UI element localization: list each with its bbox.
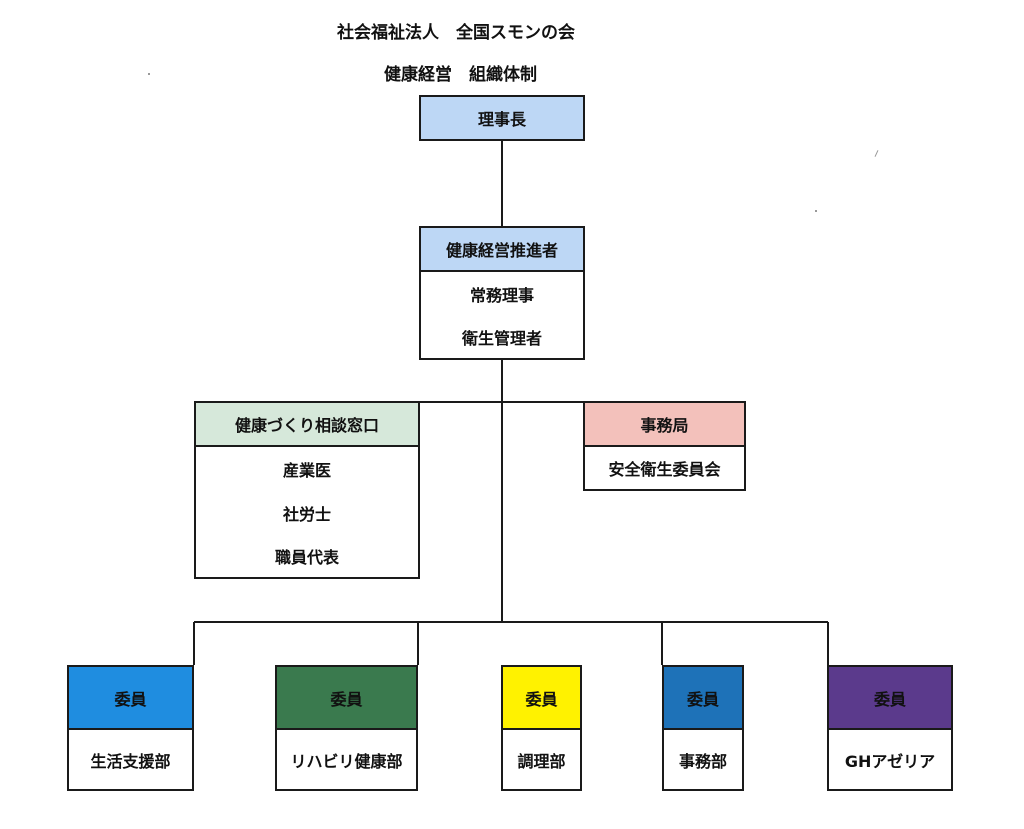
committee-dept: 調理部 (517, 751, 566, 771)
chairman-label: 理事長 (421, 97, 583, 139)
promoter-box: 健康経営推進者 常務理事 衛生管理者 (419, 226, 585, 360)
consult-member: 社労士 (282, 505, 331, 524)
committee-dept: 生活支援部 (90, 751, 171, 771)
committee-box-rehab-health: 委員 リハビリ健康部 (275, 665, 418, 791)
consult-box: 健康づくり相談窓口 産業医 社労士 職員代表 (194, 401, 420, 579)
chairman-box: 理事長 (419, 95, 585, 141)
office-header: 事務局 (585, 403, 744, 447)
chart-title: 健康経営 組織体制 (384, 65, 537, 85)
committee-dept: 事務部 (678, 751, 727, 771)
consult-member: 職員代表 (274, 548, 339, 567)
office-member: 安全衛生委員会 (608, 460, 721, 479)
committee-box-life-support: 委員 生活支援部 (67, 665, 194, 791)
committee-header: 委員 (503, 667, 580, 730)
consult-header: 健康づくり相談窓口 (196, 403, 418, 447)
office-box: 事務局 安全衛生委員会 (583, 401, 746, 491)
committee-dept: リハビリ健康部 (290, 751, 403, 771)
scan-speck (148, 73, 150, 75)
committee-box-gh-azelia: 委員 GHアゼリア (827, 665, 953, 791)
committee-header: 委員 (664, 667, 742, 730)
committee-header: 委員 (829, 667, 951, 730)
scan-speck (815, 210, 817, 212)
promoter-member: 常務理事 (469, 286, 534, 305)
promoter-header: 健康経営推進者 (421, 228, 583, 272)
committee-box-cooking: 委員 調理部 (501, 665, 582, 791)
committee-header: 委員 (69, 667, 192, 730)
committee-box-admin: 委員 事務部 (662, 665, 744, 791)
consult-member: 産業医 (282, 461, 331, 480)
committee-header: 委員 (277, 667, 416, 730)
promoter-member: 衛生管理者 (461, 329, 542, 348)
committee-dept: GHアゼリア (844, 751, 936, 771)
org-name: 社会福祉法人 全国スモンの会 (337, 23, 575, 43)
